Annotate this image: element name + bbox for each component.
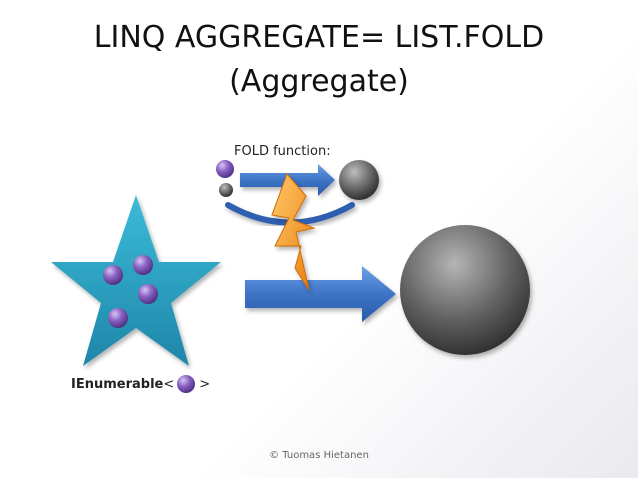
element-ball-icon	[108, 308, 128, 328]
element-ball-icon	[216, 160, 234, 178]
lightning-bolt-icon	[271, 173, 316, 291]
copyright-text: © Tuomas Hietanen	[269, 450, 369, 461]
close-bracket-text: >	[199, 376, 211, 392]
accumulator-ball-icon	[219, 183, 233, 197]
big-arrow-icon	[245, 266, 396, 322]
element-ball-icon	[177, 375, 196, 393]
star-shape-icon	[51, 195, 221, 366]
element-ball-icon	[138, 284, 158, 304]
result-ball-icon	[400, 225, 530, 355]
accumulator-ball-icon	[339, 160, 379, 200]
fold-function-label: FOLD function:	[234, 144, 331, 159]
enumerable-type-text: IEnumerable	[71, 376, 164, 392]
open-bracket-text: <	[163, 376, 175, 392]
element-ball-icon	[133, 255, 153, 275]
title-line-1: LINQ AGGREGATE= LIST.FOLD	[93, 20, 545, 55]
title-line-2: (Aggregate)	[229, 64, 409, 99]
element-ball-icon	[103, 265, 123, 285]
enumerable-label: IEnumerable < >	[71, 374, 210, 394]
